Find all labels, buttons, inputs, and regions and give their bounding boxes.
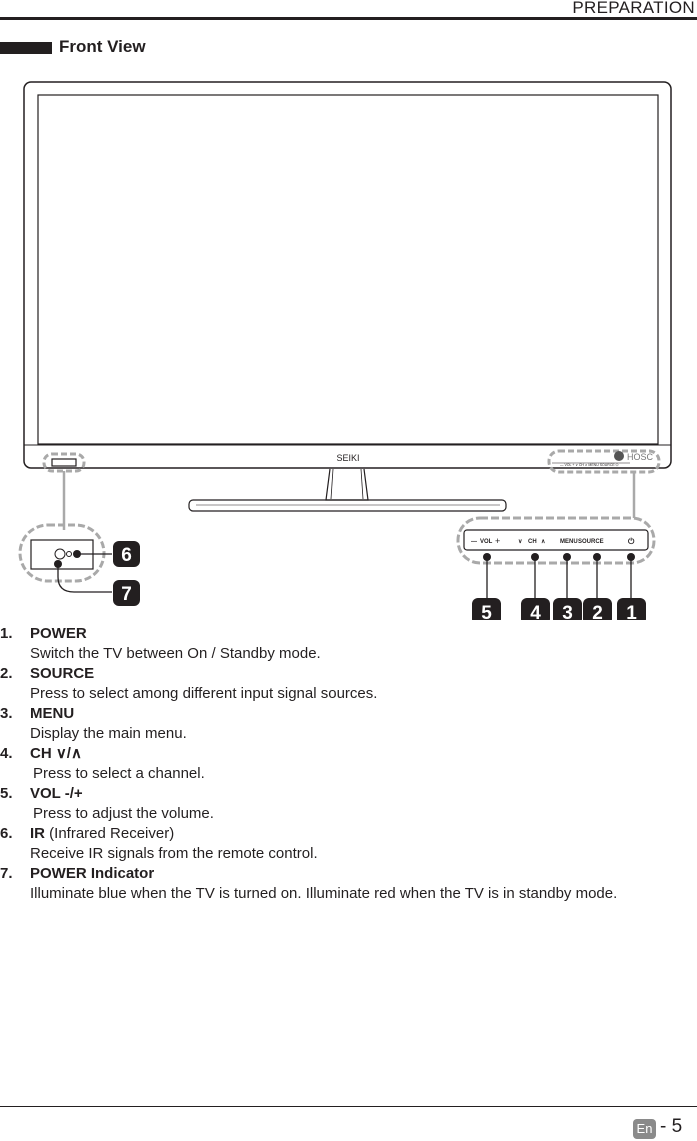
item-description: Press to select a channel. [33,765,205,782]
list-item: 4. CH ∨/∧ Press to select a channel. [0,744,697,784]
ir-zoom-highlight [18,523,106,583]
page-number: - 5 [660,1116,683,1137]
vol-label: VOL [480,539,493,545]
list-item: 6. IR (Infrared Receiver) Receive IR sign… [0,824,697,864]
callout-5: 5 [472,598,501,620]
tv-front-illustration: SEIKI HOSC — VOL + ∨ CH ∧ MENU SOURCE ⏻ … [18,81,672,620]
item-number: 2. [0,665,13,682]
callout-2: 2 [583,598,612,620]
power-led-icon [66,551,72,557]
list-item: 1. POWER Switch the TV between On / Stand… [0,624,697,664]
footer-rule [0,1106,697,1107]
controls-highlight [547,449,661,474]
item-number: 6. [0,825,13,842]
item-description: Receive IR signals from the remote contr… [30,845,318,862]
item-description: Press to adjust the volume. [33,805,214,822]
callout-4: 4 [521,598,550,620]
menu-label: MENU [560,539,578,545]
item-label: POWER Indicator [30,865,155,882]
tv-panel-logo: HOSC [627,452,654,462]
item-description: Display the main menu. [30,725,187,742]
item-label: MENU [30,705,75,722]
item-number: 3. [0,705,13,722]
item-label-extra: (Infrared Receiver) [45,825,175,842]
callout-7: 7 [113,580,140,606]
ir-window [51,458,77,467]
svg-text:+: + [495,536,500,546]
svg-text:∧: ∧ [541,539,545,545]
svg-text:—: — [471,539,477,545]
section-title: Front View [59,37,146,56]
controls-zoom-highlight [456,516,656,565]
tv-bezel [23,81,672,469]
svg-text:1: 1 [626,603,637,620]
item-list: 1. POWER Switch the TV between On / Stand… [0,624,697,904]
item-number: 7. [0,865,13,882]
svg-text:6: 6 [121,545,132,566]
svg-text:5: 5 [481,603,492,620]
item-label: POWER [30,625,87,642]
item-description: Press to select among different input si… [30,685,378,702]
list-item: 7. POWER Indicator Illuminate blue when t… [0,864,697,904]
panel-logo-icon [614,451,624,461]
svg-text:∨: ∨ [518,539,522,545]
tv-screen [37,94,659,445]
item-label: CH ∨/∧ [30,745,82,762]
tv-brand-logo: SEIKI [336,453,359,463]
callout-3: 3 [553,598,582,620]
list-item: 2. SOURCE Press to select among different… [0,664,697,704]
section-header: PREPARATION [572,0,695,17]
ir-sensor-icon [54,548,66,560]
svg-text:4: 4 [530,603,541,620]
list-item: 5. VOL -/+ Press to adjust the volume. [0,784,697,824]
power-symbol-icon: ⏻ [628,537,635,546]
svg-text:— VOL + ∨ CH ∧ MENU SOURCE: — VOL + ∨ CH ∧ MENU SOURCE ⏻ [560,463,619,467]
item-description: Illuminate blue when the TV is turned on… [30,885,618,902]
tv-stand-base [188,499,507,512]
svg-text:3: 3 [562,603,573,620]
callout-1: 1 [617,598,646,620]
ir-highlight [42,452,86,473]
section-title-bar [0,42,52,54]
source-label: SOURCE [578,539,604,545]
svg-text:7: 7 [121,584,132,605]
item-description: Switch the TV between On / Standby mode. [30,645,321,662]
item-number: 1. [0,625,13,642]
list-item: 3. MENU Display the main menu. [0,704,697,744]
item-number: 4. [0,745,13,762]
svg-text:2: 2 [592,603,603,620]
ch-label: CH [528,539,537,545]
item-label-group: IR (Infrared Receiver) [30,824,174,844]
language-badge: En [633,1119,656,1139]
item-label: VOL -/+ [30,785,83,802]
item-label: SOURCE [30,665,95,682]
callout-6: 6 [113,541,140,567]
item-number: 5. [0,785,13,802]
header-rule [0,17,697,20]
item-label: IR [30,825,45,842]
